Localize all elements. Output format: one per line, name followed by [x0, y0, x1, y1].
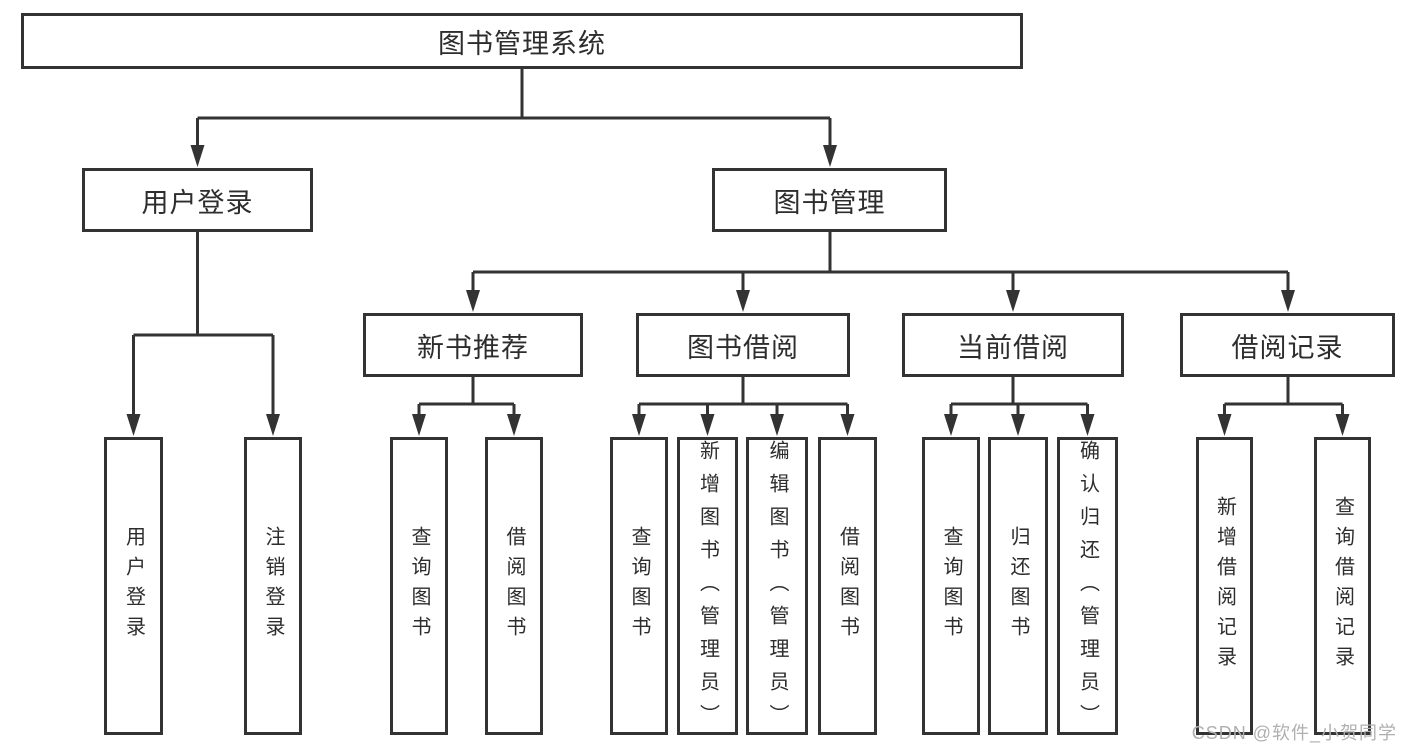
leaf-add-borrow-record: 新增借阅记录: [1196, 437, 1253, 735]
arrowhead: [770, 414, 784, 436]
leaf-return-books-label: 归还图书: [1007, 526, 1029, 646]
leaf-borrow-books-label: 借阅图书: [836, 526, 859, 646]
leaf-borrow-books-recommend: 借阅图书: [485, 437, 543, 735]
leaf-user-login-label: 用户登录: [122, 526, 145, 646]
node-root-label: 图书管理系统: [438, 28, 606, 59]
arrowhead: [736, 290, 750, 312]
node-current-borrow: 当前借阅: [902, 313, 1124, 377]
leaf-logout-login-label: 注销登录: [262, 526, 284, 646]
csdn-watermark: CSDN @软件_小贺同学: [1191, 723, 1397, 743]
arrowhead: [840, 414, 855, 436]
node-root: 图书管理系统: [21, 13, 1023, 69]
leaf-query-books-recommend: 查询图书: [390, 437, 448, 735]
node-user-login: 用户登录: [82, 168, 313, 232]
arrowhead: [507, 414, 521, 436]
node-new-book-recommend: 新书推荐: [363, 313, 583, 377]
leaf-query-books-recommend-label: 查询图书: [408, 526, 430, 646]
leaf-return-books: 归还图书: [988, 437, 1048, 735]
node-borrow-record: 借阅记录: [1180, 313, 1395, 377]
leaf-add-books-admin-label: 新增图书（管理员）: [696, 440, 719, 737]
leaf-query-borrow-record: 查询借阅记录: [1314, 437, 1371, 735]
arrowhead: [412, 414, 426, 436]
node-book-management: 图书管理: [712, 168, 947, 232]
node-current-borrow-label: 当前借阅: [957, 332, 1069, 363]
leaf-add-borrow-record-label: 新增借阅记录: [1213, 496, 1236, 676]
leaf-borrow-books-recommend-label: 借阅图书: [503, 526, 525, 646]
leaf-confirm-return-admin-label: 确认归还（管理员）: [1076, 440, 1099, 737]
node-book-management-label: 图书管理: [773, 187, 886, 218]
arrowheads: [126, 145, 1350, 436]
arrowhead: [1011, 414, 1025, 436]
arrowhead: [700, 414, 715, 436]
leaf-add-books-admin: 新增图书（管理员）: [677, 437, 738, 737]
leaf-query-books-current: 查询图书: [922, 437, 980, 735]
leaf-logout-login: 注销登录: [244, 437, 302, 735]
node-book-borrow: 图书借阅: [636, 313, 850, 377]
arrowhead: [1217, 414, 1232, 436]
node-borrow-record-label: 借阅记录: [1231, 332, 1344, 363]
leaf-query-books-borrow-label: 查询图书: [628, 526, 650, 646]
leaf-query-books-borrow: 查询图书: [610, 437, 668, 735]
arrowhead: [190, 145, 205, 167]
connector-paths: [132, 69, 1344, 416]
leaf-borrow-books: 借阅图书: [818, 437, 877, 735]
leaf-edit-books-admin: 编辑图书（管理员）: [746, 437, 808, 737]
arrowhead: [944, 414, 958, 436]
leaf-query-borrow-record-label: 查询借阅记录: [1331, 496, 1354, 676]
leaf-query-books-current-label: 查询图书: [940, 526, 962, 646]
arrowhead: [466, 290, 480, 312]
arrowhead: [126, 414, 141, 436]
node-book-borrow-label: 图书借阅: [687, 332, 799, 363]
node-user-login-label: 用户登录: [141, 187, 254, 218]
leaf-edit-books-admin-label: 编辑图书（管理员）: [766, 440, 788, 737]
leaf-confirm-return-admin: 确认归还（管理员）: [1057, 437, 1118, 737]
node-new-book-recommend-label: 新书推荐: [417, 332, 529, 363]
arrowhead: [632, 414, 646, 436]
leaf-user-login: 用户登录: [104, 437, 163, 735]
arrowhead: [1335, 414, 1350, 436]
arrowhead: [1080, 414, 1095, 436]
arrowhead: [823, 145, 837, 167]
arrowhead: [266, 414, 280, 436]
arrowhead: [1281, 290, 1295, 312]
arrowhead: [1006, 290, 1020, 312]
